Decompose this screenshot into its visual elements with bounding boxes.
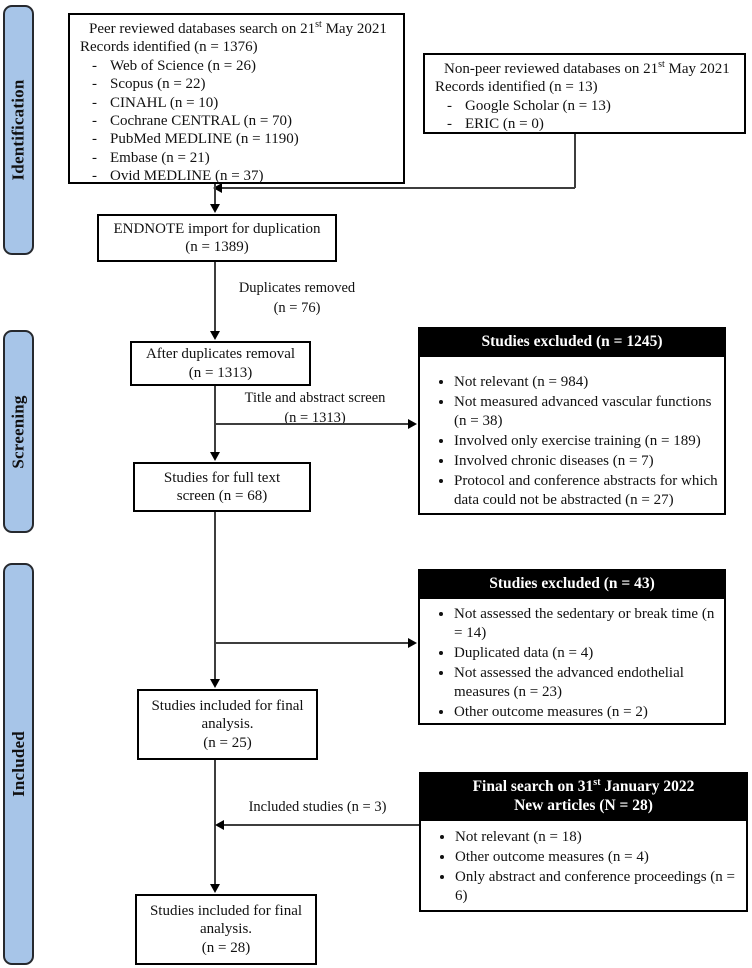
connector-branch-excluded1 <box>215 423 409 425</box>
connector-finalsearch-horizontal <box>224 824 419 826</box>
list-item: Not relevant (n = 18) <box>455 828 740 847</box>
arrowhead-top-left <box>213 183 222 193</box>
arrowhead-fulltext <box>210 452 220 461</box>
list-item: Only abstract and conference proceedings… <box>455 868 740 906</box>
label-title-abstract-screen: Title and abstract screen (n = 1313) <box>244 390 386 426</box>
peer-title-suffix: May 2021 <box>321 21 387 37</box>
list-item: Web of Science (n = 26) <box>92 57 395 76</box>
list-item: Not assessed the advanced endothelial me… <box>454 664 718 702</box>
nonpeer-subtitle: Records identified (n = 13) <box>435 79 598 96</box>
nonpeer-title-prefix: Non-peer reviewed databases on 21 <box>444 61 659 77</box>
final-search-sup: st <box>593 776 601 788</box>
label-duplicates-removed: Duplicates removed (n = 76) <box>238 280 356 316</box>
box-final-search: Final search on 31st January 2022 New ar… <box>419 772 748 912</box>
arrowhead-after-duplicates <box>210 331 220 340</box>
list-item: Other outcome measures (n = 2) <box>454 703 718 722</box>
stage-identification-label: Identification <box>8 79 28 181</box>
box-after-duplicates: After duplicates removal (n = 1313) <box>130 341 311 386</box>
final-search-header-line2: New articles (N = 28) <box>514 796 653 814</box>
final-search-prefix: Final search on 31 <box>472 778 594 795</box>
connector-n25-down <box>214 760 216 885</box>
connector-peer-down <box>214 184 216 205</box>
connector-afterdup-down <box>214 386 216 453</box>
connector-branch-excluded2 <box>215 642 409 644</box>
box-excluded-1245: Studies excluded (n = 1245) Not relevant… <box>418 327 726 515</box>
excluded-1245-list: Not relevant (n = 984)Not measured advan… <box>426 373 718 510</box>
list-item: Involved chronic diseases (n = 7) <box>454 452 718 471</box>
stage-screening: Screening <box>3 330 34 533</box>
box-nonpeer-reviewed-databases: Non-peer reviewed databases on 21st May … <box>423 53 746 134</box>
connector-endnote-down <box>214 262 216 332</box>
final-search-header: Final search on 31st January 2022 New ar… <box>421 774 746 821</box>
list-item: Scopus (n = 22) <box>92 75 395 94</box>
peer-title-prefix: Peer reviewed databases search on 21 <box>89 21 316 37</box>
list-item: Embase (n = 21) <box>92 149 395 168</box>
final-search-body: Not relevant (n = 18)Other outcome measu… <box>421 821 746 911</box>
list-item: PubMed MEDLINE (n = 1190) <box>92 130 395 149</box>
stage-included: Included <box>3 563 34 965</box>
list-item: Not measured advanced vascular functions… <box>454 393 718 431</box>
box-included-n25: Studies included for final analysis. (n … <box>137 689 318 760</box>
final-search-list: Not relevant (n = 18)Other outcome measu… <box>427 828 740 906</box>
arrowhead-excluded2 <box>408 638 417 648</box>
peer-database-list: Web of Science (n = 26)Scopus (n = 22)CI… <box>80 57 395 186</box>
list-item: Cochrane CENTRAL (n = 70) <box>92 112 395 131</box>
list-item: CINAHL (n = 10) <box>92 94 395 113</box>
excluded-1245-header: Studies excluded (n = 1245) <box>420 329 724 357</box>
arrowhead-finalsearch-left <box>215 820 224 830</box>
list-item: Protocol and conference abstracts for wh… <box>454 472 718 510</box>
box-excluded-43: Studies excluded (n = 43) Not assessed t… <box>418 569 726 725</box>
box-peer-reviewed-databases: Peer reviewed databases search on 21st M… <box>68 13 405 186</box>
nonpeer-database-list: Google Scholar (n = 13)ERIC (n = 0) <box>435 97 736 134</box>
excluded-1245-body: Not relevant (n = 984)Not measured advan… <box>420 357 724 515</box>
list-item: Duplicated data (n = 4) <box>454 644 718 663</box>
box-endnote-import: ENDNOTE import for duplication (n = 1389… <box>97 214 337 262</box>
box-included-n28: Studies included for final analysis. (n … <box>135 894 317 965</box>
peer-title-sup: st <box>315 19 322 30</box>
arrowhead-excluded1 <box>408 419 417 429</box>
list-item: Not relevant (n = 984) <box>454 373 718 392</box>
list-item: Ovid MEDLINE (n = 37) <box>92 167 395 186</box>
connector-nonpeer-down <box>574 134 576 188</box>
nonpeer-title-sup: st <box>658 59 665 70</box>
arrowhead-endnote <box>210 204 220 213</box>
arrowhead-n28 <box>210 884 220 893</box>
list-item: Google Scholar (n = 13) <box>447 97 736 116</box>
stage-identification: Identification <box>3 5 34 255</box>
excluded-43-header: Studies excluded (n = 43) <box>420 571 724 599</box>
label-included-studies: Included studies (n = 3) <box>248 799 387 815</box>
connector-fulltext-down <box>214 512 216 680</box>
list-item: Not assessed the sedentary or break time… <box>454 605 718 643</box>
excluded-43-list: Not assessed the sedentary or break time… <box>426 605 718 722</box>
peer-title: Peer reviewed databases search on 21st M… <box>80 20 395 38</box>
final-search-suffix: January 2022 <box>600 778 695 795</box>
box-full-text-screen: Studies for full text screen (n = 68) <box>133 462 311 512</box>
arrowhead-n25 <box>210 679 220 688</box>
nonpeer-title-suffix: May 2021 <box>664 61 730 77</box>
list-item: Other outcome measures (n = 4) <box>455 848 740 867</box>
peer-subtitle: Records identified (n = 1376) <box>80 39 258 56</box>
connector-top-horizontal <box>221 187 575 189</box>
stage-included-label: Included <box>8 731 28 797</box>
excluded-43-body: Not assessed the sedentary or break time… <box>420 599 724 727</box>
list-item: ERIC (n = 0) <box>447 115 736 134</box>
stage-screening-label: Screening <box>8 394 28 469</box>
nonpeer-title: Non-peer reviewed databases on 21st May … <box>435 60 736 78</box>
list-item: Involved only exercise training (n = 189… <box>454 432 718 451</box>
final-search-header-line1: Final search on 31st January 2022 <box>423 776 744 797</box>
